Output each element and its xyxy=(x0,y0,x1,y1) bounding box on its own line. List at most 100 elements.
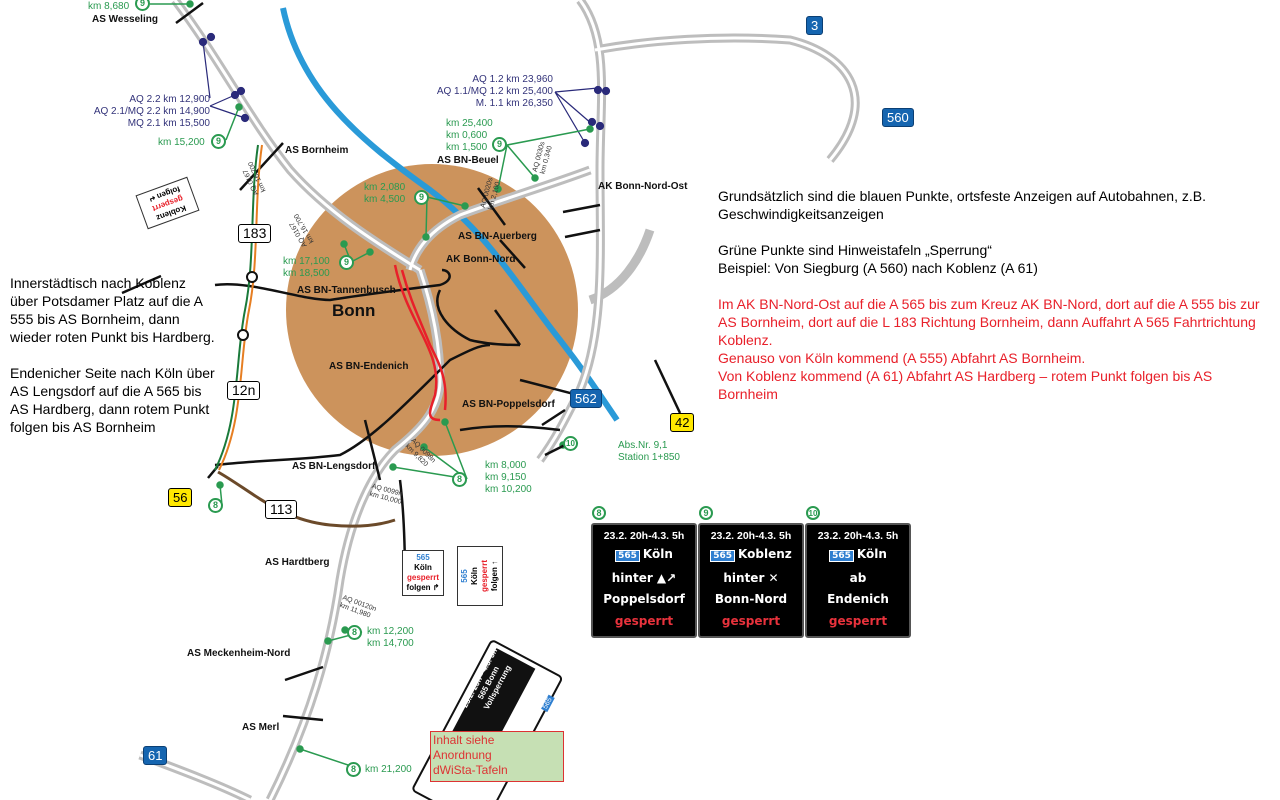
panel-line: hinter ✕ xyxy=(723,570,779,585)
km-label: km 9,150 xyxy=(485,472,527,483)
km-label: km 12,200 xyxy=(367,626,414,637)
hint-marker[interactable]: 8 xyxy=(208,498,223,513)
road-shield-b56: 56 xyxy=(168,488,193,507)
junction-label: AK Bonn-Nord xyxy=(446,254,516,265)
hint-marker[interactable]: 9 xyxy=(135,0,150,11)
sign-route: 565 xyxy=(416,553,430,562)
km-label: km 21,200 xyxy=(365,764,412,775)
km-label: km 1,500 xyxy=(446,142,488,153)
route-badge: 565 xyxy=(615,550,640,562)
km-label: km 10,200 xyxy=(485,484,532,495)
route-badge: 565 xyxy=(829,550,854,562)
hint-marker[interactable]: 8 xyxy=(346,762,361,777)
hint-marker[interactable]: 8 xyxy=(452,472,467,487)
panel-line: ab xyxy=(849,570,867,585)
detector-labels-west: AQ 2.2 km 12,900 AQ 2.1/MQ 2.2 km 14,900… xyxy=(94,94,210,130)
sign-follow: folgen ↑ xyxy=(490,560,499,592)
sign-destination: Köln xyxy=(414,563,432,572)
panel-destination: Köln xyxy=(642,547,673,561)
road-shield-a562: 562 xyxy=(570,389,602,408)
hint-marker[interactable]: 8 xyxy=(347,625,362,640)
detection-lines xyxy=(198,32,611,148)
km-label: km 14,700 xyxy=(367,638,414,649)
notes-left: Innerstädtisch nach Koblenz über Potsdam… xyxy=(10,274,215,436)
km-label: Station 1+850 xyxy=(618,452,680,463)
note-blue-points: Grundsätzlich sind die blauen Punkte, or… xyxy=(718,188,1206,222)
hint-marker[interactable]: 10 xyxy=(563,436,578,451)
sign-status: gesperrt xyxy=(406,573,439,582)
sign-destination: Köln xyxy=(470,567,479,585)
km-label: km 8,000 xyxy=(485,460,527,471)
note-endenich: Endenicher Seite nach Köln über AS Lengs… xyxy=(10,365,215,435)
note-line: dWiSta-Tafeln xyxy=(433,763,508,777)
detour-sign-koeln-2: 565 Köln gesperrt folgen ↑ xyxy=(457,546,503,606)
panel-line: Poppelsdorf xyxy=(603,592,685,606)
junction-label: AS BN-Lengsdorf xyxy=(292,461,376,472)
closed-route xyxy=(393,264,447,422)
note-inner-city: Innerstädtisch nach Koblenz über Potsdam… xyxy=(10,275,215,345)
sign-route: 565 xyxy=(460,569,469,583)
junction-label: AS Meckenheim-Nord xyxy=(187,648,291,659)
km-label: km 2,080 xyxy=(364,182,406,193)
hint-lines xyxy=(150,0,594,770)
junction-ticks xyxy=(121,1,601,722)
hint-marker[interactable]: 9 xyxy=(339,255,354,270)
junction-label: AS BN-Auerberg xyxy=(458,231,537,242)
panel-status: gesperrt xyxy=(614,613,674,628)
note-box: Inhalt siehe Anordnung dWiSta-Tafeln xyxy=(430,731,564,782)
junction-label: AS Hardtberg xyxy=(265,557,330,568)
km-label: km 0,600 xyxy=(446,130,488,141)
panel-line: hinter ▲↗ xyxy=(611,570,677,585)
detector-label: AQ 2.2 km 12,900 xyxy=(129,94,210,105)
note-example: Beispiel: Von Siegburg (A 560) nach Kobl… xyxy=(718,260,1038,276)
panel-destination: Köln xyxy=(856,547,887,561)
panel-destination: Koblenz xyxy=(738,547,792,561)
junction-label: AS Bornheim xyxy=(285,145,349,156)
sign-follow: folgen ↱ xyxy=(406,583,440,592)
junction-label: AK Bonn-Nord-Ost xyxy=(598,181,688,192)
panel-status: gesperrt xyxy=(828,613,888,628)
road-shield-a3: 3 xyxy=(806,16,824,35)
panel-number: 10 xyxy=(806,506,820,520)
note-from-koeln: Genauso von Köln kommend (A 555) Abfahrt… xyxy=(718,350,1086,366)
km-label: Abs.Nr. 9,1 xyxy=(618,440,668,451)
sign-status: gesperrt xyxy=(480,560,489,593)
hint-marker[interactable]: 9 xyxy=(414,190,429,205)
detector-labels-east: AQ 1.2 km 23,960 AQ 1.1/MQ 1.2 km 25,400… xyxy=(437,74,553,110)
road-shield-a560: 560 xyxy=(882,108,914,127)
km-label: km 15,200 xyxy=(158,137,205,148)
route-badge: 565 xyxy=(710,550,736,562)
km-label: km 17,100 xyxy=(283,256,330,267)
road-shield-b12n: 12n xyxy=(227,381,261,400)
hint-marker[interactable]: 9 xyxy=(211,134,226,149)
detector-label: AQ 2.1/MQ 2.2 km 14,900 xyxy=(93,106,210,117)
hint-marker[interactable]: 9 xyxy=(492,137,507,152)
notes-right: Grundsätzlich sind die blauen Punkte, or… xyxy=(718,187,1274,403)
junction-label: AS BN-Beuel xyxy=(437,155,499,166)
rhine-river xyxy=(280,7,620,422)
junction-label: AS BN-Tannenbusch xyxy=(297,285,396,296)
detour-sign-koeln: 565 Köln gesperrt folgen ↱ xyxy=(402,550,444,596)
road-shield-b183: 183 xyxy=(238,224,272,243)
km-label: km 25,400 xyxy=(446,118,493,129)
km-label: km 8,680 xyxy=(88,1,130,12)
panel-number: 8 xyxy=(592,506,606,520)
note-from-koblenz: Von Koblenz kommend (A 61) Abfahrt AS Ha… xyxy=(718,368,1213,402)
detour-l183 xyxy=(214,144,396,528)
panel-number: 9 xyxy=(699,506,713,520)
note-line: Inhalt siehe xyxy=(433,733,495,747)
road-shield-b42: 42 xyxy=(670,413,695,432)
junction-label: AS BN-Poppelsdorf xyxy=(462,399,555,410)
road-shield-a61: 61 xyxy=(143,746,168,765)
detector-label: M. 1.1 km 26,350 xyxy=(475,98,553,109)
junction-label: AS Merl xyxy=(242,722,280,733)
junction-label: AS BN-Endenich xyxy=(329,361,409,372)
